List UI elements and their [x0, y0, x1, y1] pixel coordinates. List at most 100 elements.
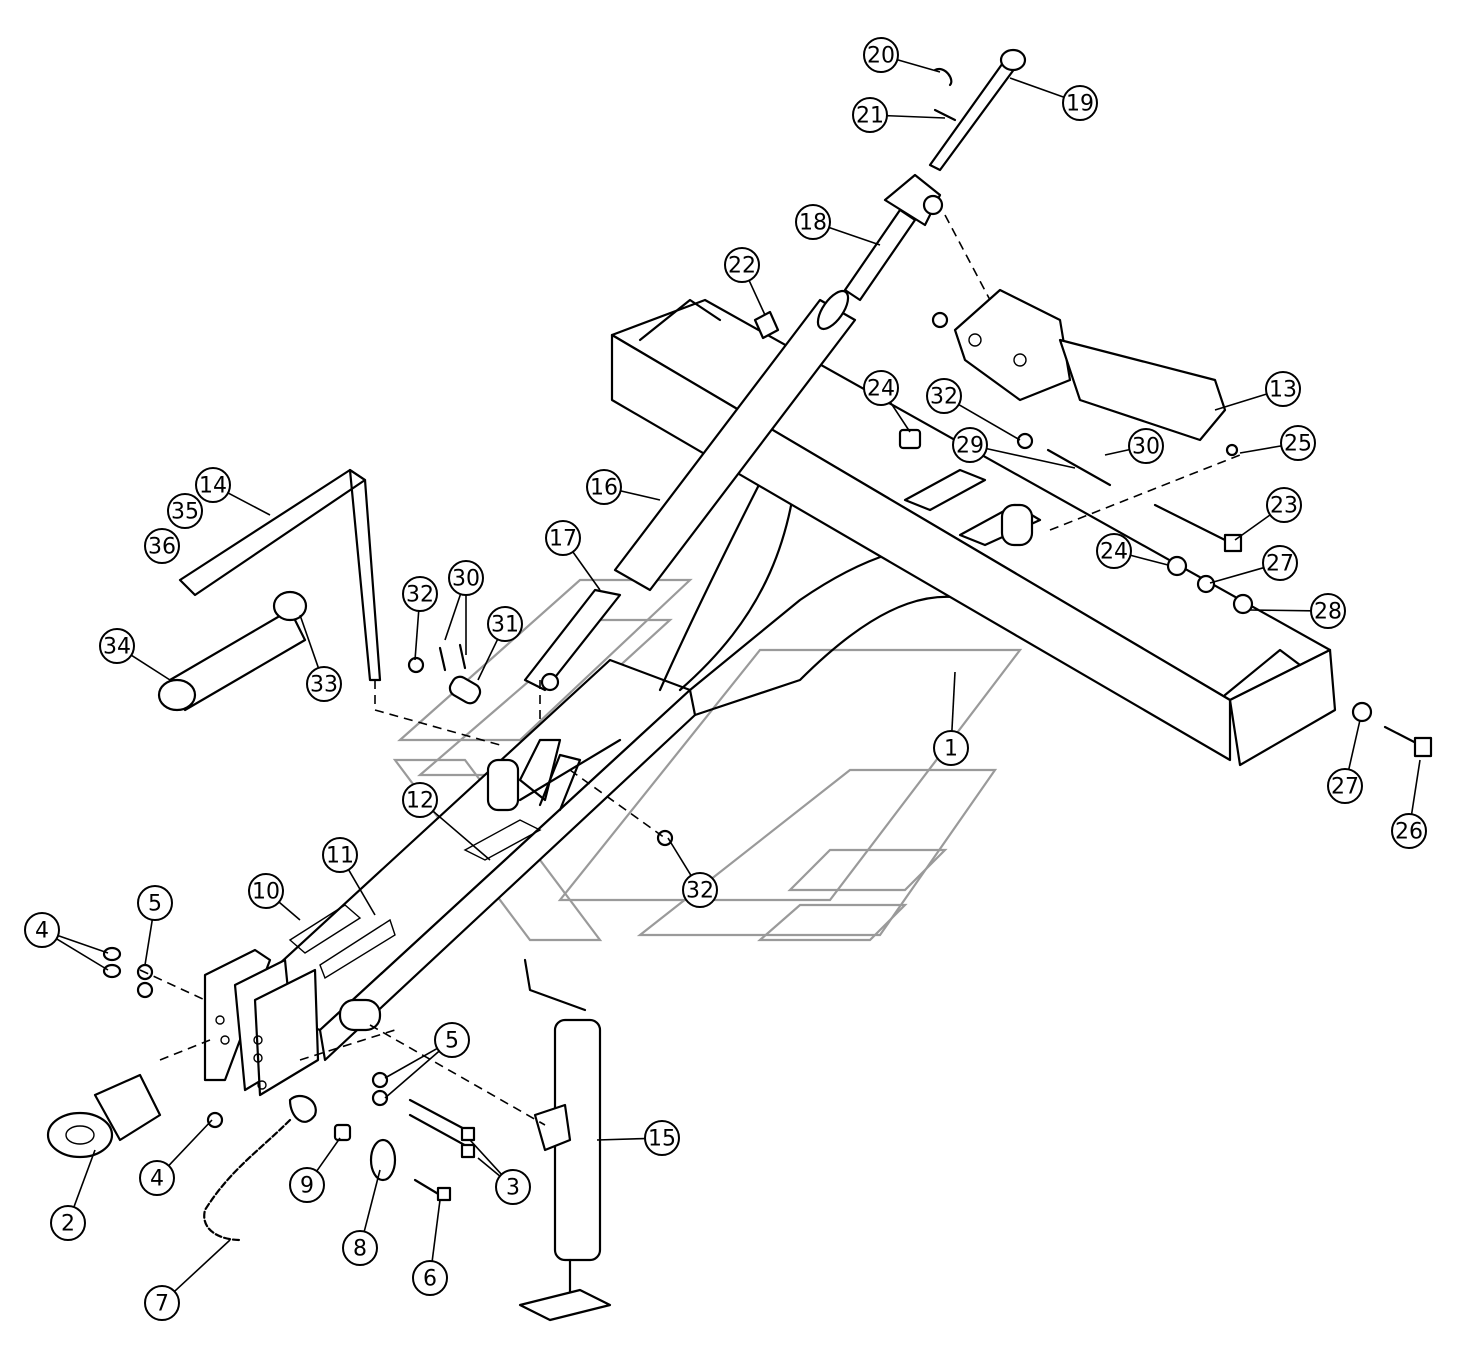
assembly-lines — [139, 214, 1241, 1126]
svg-text:4: 4 — [35, 919, 49, 944]
leader-line-7 — [173, 1239, 231, 1293]
leader-line-4 — [56, 938, 109, 971]
callout-7: 7 — [144, 1285, 180, 1321]
callout-6: 6 — [412, 1260, 448, 1296]
callout-36: 36 — [144, 528, 180, 564]
callout-22: 22 — [724, 247, 760, 283]
leader-line-14 — [227, 492, 271, 516]
callout-24: 24 — [1096, 533, 1132, 569]
svg-text:11: 11 — [326, 844, 354, 869]
svg-text:16: 16 — [590, 476, 618, 501]
hydraulic-cylinder — [523, 173, 944, 692]
svg-text:21: 21 — [856, 104, 884, 129]
jack-stand — [518, 958, 612, 1322]
leader-line-16 — [620, 490, 661, 501]
callout-32: 32 — [682, 872, 718, 908]
leader-line-31 — [477, 638, 499, 681]
svg-text:35: 35 — [171, 500, 199, 525]
callout-28: 28 — [1310, 593, 1346, 629]
leader-line-15 — [596, 1137, 646, 1141]
leader-lines — [56, 58, 1421, 1293]
leader-line-10 — [278, 901, 301, 921]
callout-4: 4 — [139, 1160, 175, 1196]
svg-text:5: 5 — [445, 1029, 459, 1054]
svg-text:15: 15 — [648, 1127, 676, 1152]
svg-text:3: 3 — [506, 1176, 520, 1201]
callout-15: 15 — [644, 1120, 680, 1156]
leader-line-24 — [1130, 554, 1169, 566]
callout-26: 26 — [1391, 813, 1427, 849]
leader-line-32 — [667, 837, 692, 876]
callout-25: 25 — [1280, 425, 1316, 461]
callout-31: 31 — [487, 606, 523, 642]
leader-line-13 — [1214, 393, 1267, 411]
callout-16: 16 — [586, 469, 622, 505]
svg-text:6: 6 — [423, 1267, 437, 1292]
callout-29: 29 — [952, 427, 988, 463]
svg-text:33: 33 — [310, 673, 338, 698]
leader-line-9 — [316, 1137, 341, 1172]
leader-line-1 — [951, 671, 956, 732]
callout-labels: 1234455678910111213141516171819202122232… — [24, 37, 1427, 1321]
callout-9: 9 — [289, 1167, 325, 1203]
callout-1: 1 — [933, 730, 969, 766]
callout-30: 30 — [1128, 428, 1164, 464]
callout-5: 5 — [137, 885, 173, 921]
leader-line-2 — [73, 1149, 96, 1208]
callout-32: 32 — [402, 576, 438, 612]
svg-text:36: 36 — [148, 535, 176, 560]
svg-text:27: 27 — [1331, 775, 1359, 800]
leader-line-33 — [299, 614, 320, 669]
leader-line-6 — [431, 1199, 441, 1262]
svg-text:29: 29 — [956, 434, 984, 459]
callout-8: 8 — [342, 1230, 378, 1266]
leader-line-23 — [1234, 514, 1271, 541]
hitch-plates — [203, 948, 320, 1097]
leader-line-28 — [1249, 609, 1312, 612]
svg-text:27: 27 — [1266, 552, 1294, 577]
hitch-eye — [46, 1073, 162, 1159]
callout-3: 3 — [495, 1169, 531, 1205]
leader-line-12 — [432, 810, 491, 861]
leader-line-27 — [1209, 566, 1264, 584]
leader-line-22 — [748, 280, 766, 316]
callout-12: 12 — [402, 782, 438, 818]
svg-text:32: 32 — [406, 583, 434, 608]
leader-line-5 — [384, 1047, 438, 1079]
svg-text:32: 32 — [686, 879, 714, 904]
leader-line-26 — [1410, 759, 1421, 815]
svg-text:5: 5 — [148, 892, 162, 917]
svg-text:24: 24 — [867, 377, 895, 402]
svg-text:24: 24 — [1100, 540, 1128, 565]
leader-line-34 — [130, 654, 171, 681]
callout-18: 18 — [795, 204, 831, 240]
svg-text:2: 2 — [61, 1212, 75, 1237]
leader-line-5 — [384, 1050, 440, 1099]
callout-19: 19 — [1062, 85, 1098, 121]
svg-text:14: 14 — [199, 474, 227, 499]
pin — [928, 48, 1027, 172]
callout-11: 11 — [322, 837, 358, 873]
leader-line-24 — [889, 401, 911, 433]
svg-text:23: 23 — [1270, 494, 1298, 519]
leader-line-11 — [347, 869, 376, 916]
callout-13: 13 — [1265, 371, 1301, 407]
crossbar-parts — [753, 310, 1433, 758]
callout-17: 17 — [545, 520, 581, 556]
callout-27: 27 — [1262, 545, 1298, 581]
leader-line-20 — [897, 58, 941, 73]
callout-33: 33 — [306, 666, 342, 702]
callout-24: 24 — [863, 370, 899, 406]
leader-line-27 — [1347, 719, 1361, 770]
leader-line-4 — [168, 1119, 213, 1167]
leader-line-3 — [469, 1139, 503, 1175]
callout-14: 14 — [195, 467, 231, 503]
leader-line-30 — [444, 593, 462, 641]
callout-27: 27 — [1327, 768, 1363, 804]
svg-text:18: 18 — [799, 211, 827, 236]
svg-text:34: 34 — [103, 635, 131, 660]
svg-text:7: 7 — [155, 1292, 169, 1317]
svg-text:12: 12 — [406, 789, 434, 814]
leader-line-32 — [414, 610, 420, 661]
